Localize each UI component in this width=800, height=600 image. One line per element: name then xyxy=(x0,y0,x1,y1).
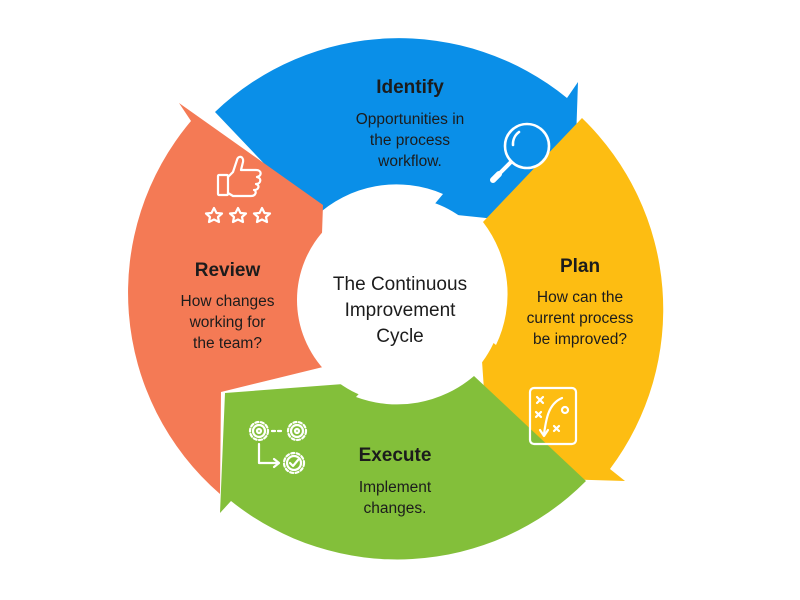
execute-description: Implement changes. xyxy=(358,479,432,517)
gears-process-icon xyxy=(248,420,308,475)
identify-description: Opportunities in the process workflow. xyxy=(355,111,465,170)
segment-identify xyxy=(215,38,578,227)
center-circle xyxy=(297,197,503,403)
plan-title: Plan xyxy=(559,256,601,277)
execute-title: Execute xyxy=(358,445,432,466)
review-description: How changes working for the team? xyxy=(180,293,275,352)
magnifier-icon xyxy=(490,122,551,183)
identify-title: Identify xyxy=(376,77,444,98)
center-title: The Continuous Improvement Cycle xyxy=(332,274,468,347)
segment-review xyxy=(128,103,323,494)
segment-execute xyxy=(220,376,586,560)
thumbs-up-rating-icon xyxy=(204,155,272,224)
strategy-board-icon xyxy=(528,386,578,446)
plan-description: How can the current process be improved? xyxy=(526,289,634,348)
segment-plan xyxy=(480,118,664,481)
review-title: Review xyxy=(194,260,261,281)
